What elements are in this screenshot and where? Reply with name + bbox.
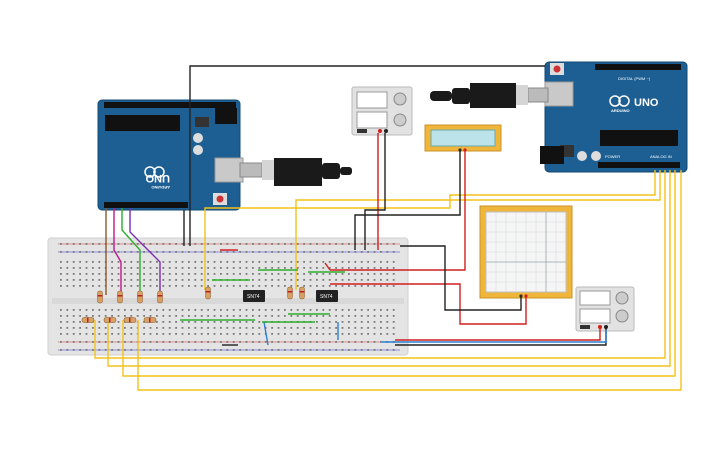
resistor [143, 317, 157, 323]
ic-chip-2-label: SN74 [320, 294, 333, 300]
lcd-display[interactable] [424, 124, 502, 152]
resistor [299, 286, 305, 300]
ic-chip-1[interactable]: SN74 [243, 290, 265, 302]
infinity-logo-icon [144, 166, 156, 178]
power-supply-top[interactable] [351, 86, 413, 136]
resistor [81, 317, 95, 323]
right-board-power-label: POWER [605, 154, 620, 159]
resistor [97, 290, 103, 304]
right-board-model: UNO [634, 97, 659, 109]
ic-chip-2[interactable]: SN74 [316, 290, 338, 302]
usb-cable-right [430, 83, 549, 108]
resistor [205, 286, 211, 300]
power-supply-bottom[interactable] [575, 286, 635, 332]
infinity-logo-icon [609, 95, 621, 107]
right-board-digital-label: DIGITAL (PWM ~) [618, 76, 651, 81]
wires [94, 65, 682, 391]
resistor [287, 286, 293, 300]
display-panel[interactable] [479, 205, 573, 299]
resistor [103, 317, 117, 323]
ic-chip-1-label: SN74 [247, 294, 260, 300]
left-board-model: UNO [145, 172, 170, 184]
left-board-brand: ARDUINO [151, 185, 170, 190]
resistor [137, 290, 143, 304]
arduino-right[interactable]: UNO ARDUINO DIGITAL (PWM ~) POWER ANALOG… [540, 61, 688, 173]
arduino-left[interactable]: UNO ARDUINO [97, 99, 244, 211]
resistor [157, 290, 163, 304]
resistor [117, 290, 123, 304]
usb-cable-left [239, 158, 352, 186]
right-board-brand: ARDUINO [611, 108, 630, 113]
resistors [81, 286, 305, 323]
right-board-analog-label: ANALOG IN [650, 154, 672, 159]
resistor [123, 317, 137, 323]
